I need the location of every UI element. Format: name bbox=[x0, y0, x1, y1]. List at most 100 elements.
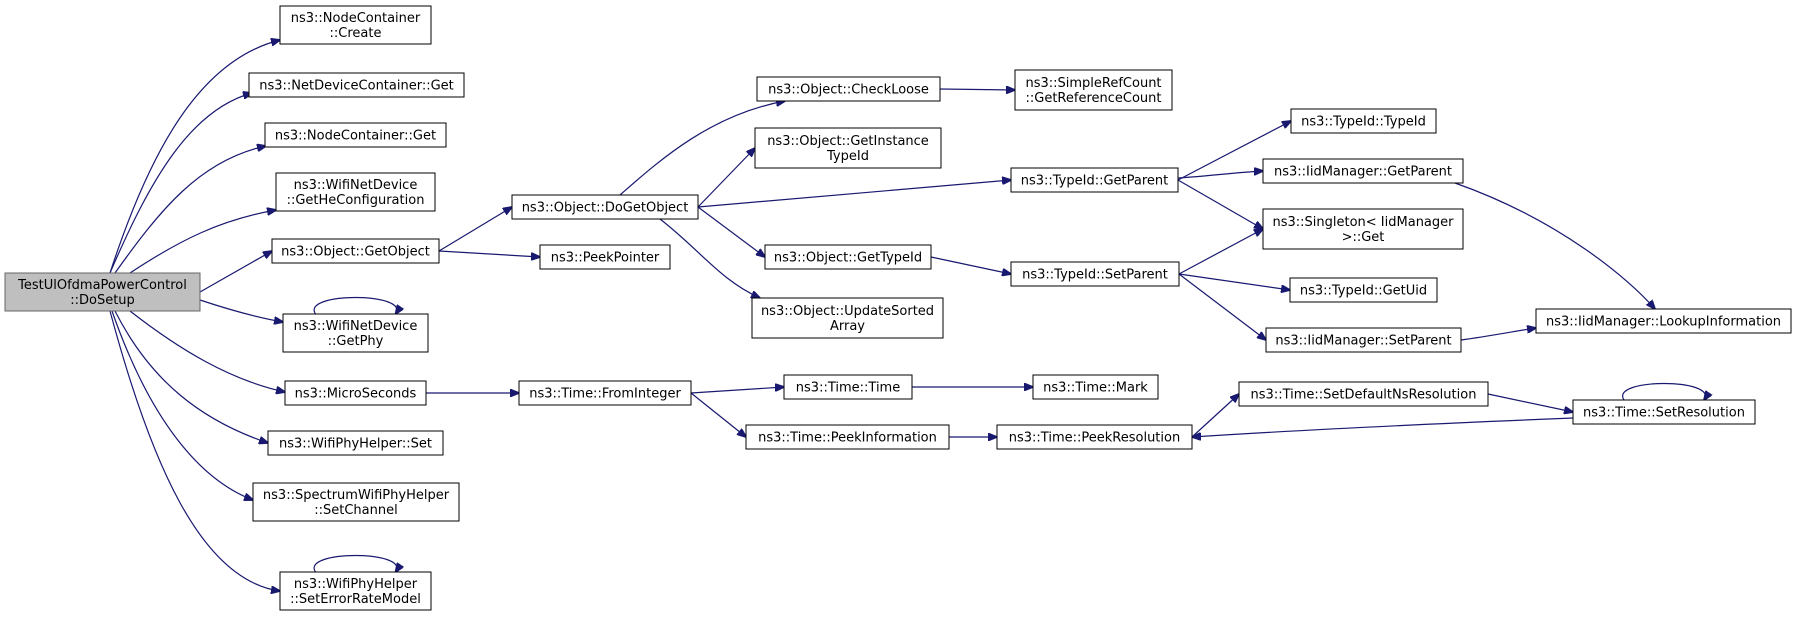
node-wnd_gethe[interactable]: ns3::WifiNetDevice::GetHeConfiguration bbox=[275, 172, 436, 212]
edge-typeid_setparent-to-iid_setparent bbox=[1178, 273, 1266, 340]
edge-root-to-wph_seterm bbox=[109, 310, 280, 591]
node-box bbox=[518, 380, 692, 406]
node-time_frominteger[interactable]: ns3::Time::FromInteger bbox=[518, 380, 692, 406]
edge-root-to-nc_get bbox=[114, 146, 266, 274]
node-label-line: ns3::PeekPointer bbox=[551, 251, 660, 266]
node-iid_setparent[interactable]: ns3::IidManager::SetParent bbox=[1265, 327, 1462, 353]
node-box bbox=[783, 374, 913, 400]
node-box bbox=[754, 127, 942, 169]
node-swph_setchannel[interactable]: ns3::SpectrumWifiPhyHelper::SetChannel bbox=[252, 482, 460, 522]
node-box bbox=[745, 424, 950, 450]
node-box bbox=[764, 244, 932, 270]
node-ndc_get[interactable]: ns3::NetDeviceContainer::Get bbox=[248, 72, 465, 98]
node-box bbox=[1265, 327, 1462, 353]
node-microseconds[interactable]: ns3::MicroSeconds bbox=[284, 380, 427, 406]
node-obj_dogetobject[interactable]: ns3::Object::DoGetObject bbox=[511, 194, 699, 220]
node-singleton_get[interactable]: ns3::Singleton< IidManager>::Get bbox=[1262, 208, 1464, 250]
edge-iid_getparent-to-iid_lookup bbox=[1454, 182, 1655, 309]
node-label-line: ns3::Object::GetObject bbox=[281, 245, 430, 260]
node-label-line: ns3::NodeContainer bbox=[291, 11, 421, 26]
edge-time_frominteger-to-time_time bbox=[690, 387, 784, 394]
edge-time_setdefaultns-to-time_setresolution bbox=[1487, 393, 1573, 412]
node-label-line: ::GetHeConfiguration bbox=[287, 193, 425, 208]
node-wnd_getphy[interactable]: ns3::WifiNetDevice::GetPhy bbox=[282, 313, 429, 353]
node-iid_lookup[interactable]: ns3::IidManager::LookupInformation bbox=[1535, 308, 1792, 334]
node-typeid_setparent[interactable]: ns3::TypeId::SetParent bbox=[1010, 261, 1180, 287]
node-label-line: ns3::SimpleRefCount bbox=[1025, 76, 1161, 91]
node-label-line: >::Get bbox=[1342, 230, 1385, 245]
node-box bbox=[1289, 277, 1438, 303]
node-label-line: ns3::TypeId::SetParent bbox=[1022, 268, 1168, 283]
edge-obj_dogetobject-to-obj_getinstancetypeid bbox=[697, 148, 755, 208]
node-label-line: ns3::Time::FromInteger bbox=[529, 387, 681, 402]
node-wph_set[interactable]: ns3::WifiPhyHelper::Set bbox=[267, 430, 444, 456]
node-time_peekresolution[interactable]: ns3::Time::PeekResolution bbox=[996, 424, 1193, 450]
node-label-line: ::SetChannel bbox=[314, 503, 397, 518]
node-label-line: ns3::WifiPhyHelper::Set bbox=[279, 437, 432, 452]
edge-time_setresolution-to-time_setresolution bbox=[1622, 382, 1706, 401]
node-typeid_getparent[interactable]: ns3::TypeId::GetParent bbox=[1010, 167, 1179, 193]
nodes-layer: TestUlOfdmaPowerControl::DoSetup ns3::Nod… bbox=[4, 5, 1792, 611]
node-srcount_getref[interactable]: ns3::SimpleRefCount::GetReferenceCount bbox=[1014, 69, 1173, 111]
node-label-line: ::Create bbox=[330, 26, 382, 41]
node-obj_gettypeid[interactable]: ns3::Object::GetTypeId bbox=[764, 244, 932, 270]
edge-obj_checkloose-to-srcount_getref bbox=[939, 89, 1015, 90]
node-label-line: ns3::Time::SetDefaultNsResolution bbox=[1251, 388, 1477, 403]
node-iid_getparent[interactable]: ns3::IidManager::GetParent bbox=[1262, 158, 1464, 184]
node-label-line: ns3::IidManager::SetParent bbox=[1275, 334, 1451, 349]
node-box bbox=[1535, 308, 1792, 334]
node-time_peekinformation[interactable]: ns3::Time::PeekInformation bbox=[745, 424, 950, 450]
node-time_setresolution[interactable]: ns3::Time::SetResolution bbox=[1572, 399, 1756, 425]
node-peekpointer[interactable]: ns3::PeekPointer bbox=[539, 244, 671, 270]
edge-root-to-ndc_get bbox=[109, 93, 252, 274]
node-label-line: TestUlOfdmaPowerControl bbox=[17, 278, 187, 293]
node-nc_create[interactable]: ns3::NodeContainer::Create bbox=[279, 5, 432, 45]
node-box bbox=[1032, 374, 1159, 400]
node-label-line: ns3::WifiNetDevice bbox=[294, 319, 418, 334]
node-obj_checkloose[interactable]: ns3::Object::CheckLoose bbox=[756, 76, 941, 102]
node-box bbox=[279, 571, 432, 611]
node-label-line: ns3::Object::DoGetObject bbox=[522, 201, 689, 216]
node-time_time[interactable]: ns3::Time::Time bbox=[783, 374, 913, 400]
edge-typeid_setparent-to-singleton_get bbox=[1178, 229, 1263, 275]
node-label-line: ns3::MicroSeconds bbox=[295, 387, 417, 402]
node-label-line: ns3::Time::Mark bbox=[1043, 381, 1148, 396]
node-box bbox=[275, 172, 436, 212]
node-label-line: ns3::Object::GetInstance bbox=[767, 134, 929, 149]
node-box bbox=[284, 380, 427, 406]
node-typeid_typeid[interactable]: ns3::TypeId::TypeId bbox=[1290, 108, 1437, 134]
node-box bbox=[1290, 108, 1437, 134]
node-label-line: ns3::NetDeviceContainer::Get bbox=[259, 79, 454, 94]
node-wph_seterm[interactable]: ns3::WifiPhyHelper::SetErrorRateModel bbox=[279, 571, 432, 611]
node-box bbox=[756, 76, 941, 102]
node-box bbox=[1262, 208, 1464, 250]
edge-root-to-obj_getobject bbox=[199, 251, 272, 293]
edge-wph_seterm-to-wph_seterm bbox=[313, 554, 397, 573]
node-box bbox=[1014, 69, 1173, 111]
node-label-line: ns3::Time::PeekResolution bbox=[1009, 431, 1180, 446]
node-time_setdefaultns[interactable]: ns3::Time::SetDefaultNsResolution bbox=[1238, 381, 1489, 407]
edge-time_frominteger-to-time_peekinformation bbox=[690, 392, 746, 437]
node-label-line: ns3::Time::Time bbox=[796, 381, 900, 396]
node-typeid_getuid[interactable]: ns3::TypeId::GetUid bbox=[1289, 277, 1438, 303]
edge-time_setresolution-to-time_peekresolution bbox=[1192, 417, 1574, 437]
node-label-line: ns3::Time::PeekInformation bbox=[758, 431, 937, 446]
edge-root-to-wph_set bbox=[114, 310, 268, 443]
node-time_mark[interactable]: ns3::Time::Mark bbox=[1032, 374, 1159, 400]
node-label-line: ns3::NodeContainer::Get bbox=[275, 129, 436, 144]
node-nc_get[interactable]: ns3::NodeContainer::Get bbox=[264, 122, 447, 148]
node-root[interactable]: TestUlOfdmaPowerControl::DoSetup bbox=[4, 272, 201, 312]
node-label-line: ns3::WifiPhyHelper bbox=[294, 577, 418, 592]
node-box bbox=[1010, 167, 1179, 193]
edge-typeid_getparent-to-singleton_get bbox=[1177, 179, 1263, 229]
edges-layer bbox=[109, 40, 1706, 591]
node-obj_getobject[interactable]: ns3::Object::GetObject bbox=[271, 238, 440, 264]
edge-obj_getobject-to-peekpointer bbox=[438, 250, 540, 257]
node-label-line: ns3::Singleton< IidManager bbox=[1272, 215, 1454, 230]
edge-obj_dogetobject-to-typeid_getparent bbox=[697, 180, 1011, 208]
node-label-line: TypeId bbox=[826, 149, 869, 164]
node-label-line: ns3::Object::UpdateSorted bbox=[761, 304, 934, 319]
